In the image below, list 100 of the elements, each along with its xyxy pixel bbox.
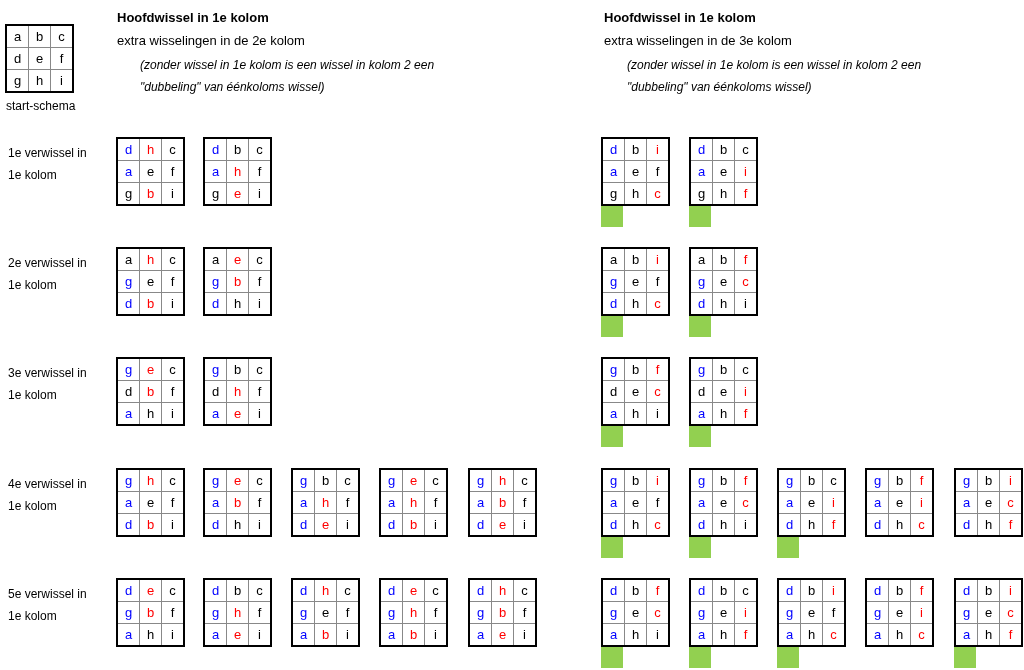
grid-cell: f xyxy=(823,602,844,623)
grid-cell: a xyxy=(867,624,888,645)
grid-cell: d xyxy=(381,514,402,535)
grid-cell: g xyxy=(691,470,712,491)
grid-cell: b xyxy=(227,139,248,160)
grid-cell: i xyxy=(249,514,270,535)
letter-grid xyxy=(203,578,272,647)
grid-cell: b xyxy=(978,580,999,601)
letter-grid xyxy=(865,578,934,647)
grid-cell: b xyxy=(713,580,734,601)
grid-cell: f xyxy=(1000,624,1021,645)
letter-grid xyxy=(379,578,448,647)
grid-cell: c xyxy=(51,26,72,47)
note-text: (zonder wissel in 1e kolom is een wissel in kolom 2 een "dubbeling" van éénkoloms wissel) xyxy=(627,57,923,96)
letter-grid xyxy=(689,468,758,537)
grid-cell: f xyxy=(249,602,270,623)
letter-grid xyxy=(468,468,537,537)
grid-cell: i xyxy=(911,602,932,623)
grid-cell: i xyxy=(337,514,358,535)
grid-cell: c xyxy=(735,139,756,160)
grid-cell: c xyxy=(1000,492,1021,513)
grid-cell: a xyxy=(603,249,624,270)
grid-cell: b xyxy=(29,26,50,47)
grid-cell: f xyxy=(249,271,270,292)
grid-cell: h xyxy=(625,293,646,314)
note-text: extra wisselingen in de 2e kolom xyxy=(117,32,306,50)
grid-cell: g xyxy=(603,271,624,292)
grid-cell: h xyxy=(315,580,336,601)
grid-cell: d xyxy=(691,580,712,601)
grid-cell: e xyxy=(140,580,161,601)
letter-grid xyxy=(203,247,272,316)
grid-cell: a xyxy=(603,624,624,645)
grid-cell: d xyxy=(603,139,624,160)
grid-cell: f xyxy=(162,271,183,292)
grid-cell: h xyxy=(140,624,161,645)
grid-cell: i xyxy=(249,403,270,424)
grid-cell: d xyxy=(470,580,491,601)
grid-cell: e xyxy=(625,161,646,182)
grid-caption: start-schema xyxy=(6,98,76,115)
grid-cell: b xyxy=(889,470,910,491)
grid-cell: a xyxy=(293,624,314,645)
grid-cell: c xyxy=(249,359,270,380)
marker-bar xyxy=(601,537,623,558)
grid-cell: e xyxy=(492,624,513,645)
grid-cell: i xyxy=(735,381,756,402)
grid-cell: i xyxy=(911,492,932,513)
grid-cell: b xyxy=(227,271,248,292)
grid-cell: h xyxy=(713,183,734,204)
grid-cell: a xyxy=(691,249,712,270)
grid-cell: b xyxy=(227,359,248,380)
grid-cell: i xyxy=(647,624,668,645)
grid-cell: h xyxy=(713,514,734,535)
letter-grid xyxy=(116,137,185,206)
grid-cell: a xyxy=(118,161,139,182)
grid-cell: f xyxy=(647,359,668,380)
grid-cell: c xyxy=(162,359,183,380)
grid-cell: d xyxy=(118,139,139,160)
grid-cell: b xyxy=(801,580,822,601)
row-label: 5e verwissel in 1e kolom xyxy=(8,586,88,625)
grid-cell: h xyxy=(29,70,50,91)
grid-cell: f xyxy=(647,161,668,182)
grid-cell: f xyxy=(51,48,72,69)
grid-cell: c xyxy=(647,381,668,402)
grid-cell: g xyxy=(470,602,491,623)
grid-cell: h xyxy=(492,580,513,601)
grid-cell: g xyxy=(956,470,977,491)
grid-cell: e xyxy=(227,624,248,645)
grid-cell: b xyxy=(140,514,161,535)
letter-grid xyxy=(116,357,185,426)
grid-cell: d xyxy=(205,514,226,535)
grid-cell: a xyxy=(205,492,226,513)
grid-cell: d xyxy=(691,293,712,314)
grid-cell: d xyxy=(205,293,226,314)
grid-cell: e xyxy=(713,602,734,623)
grid-cell: i xyxy=(162,514,183,535)
grid-cell: e xyxy=(227,183,248,204)
grid-cell: b xyxy=(227,492,248,513)
grid-cell: b xyxy=(140,293,161,314)
grid-cell: f xyxy=(647,271,668,292)
grid-cell: i xyxy=(647,470,668,491)
grid-cell: g xyxy=(205,271,226,292)
grid-cell: f xyxy=(735,403,756,424)
grid-cell: f xyxy=(514,602,535,623)
grid-cell: i xyxy=(735,514,756,535)
grid-cell: g xyxy=(205,470,226,491)
grid-cell: e xyxy=(227,249,248,270)
letter-grid xyxy=(954,578,1023,647)
grid-cell: c xyxy=(425,580,446,601)
grid-cell: d xyxy=(956,580,977,601)
grid-cell: f xyxy=(735,183,756,204)
grid-cell: f xyxy=(249,381,270,402)
grid-cell: e xyxy=(315,602,336,623)
grid-cell: b xyxy=(315,624,336,645)
letter-grid xyxy=(601,468,670,537)
grid-cell: b xyxy=(625,470,646,491)
grid-cell: e xyxy=(713,492,734,513)
grid-cell: f xyxy=(425,602,446,623)
grid-cell: f xyxy=(249,161,270,182)
grid-cell: h xyxy=(492,470,513,491)
grid-cell: f xyxy=(647,580,668,601)
